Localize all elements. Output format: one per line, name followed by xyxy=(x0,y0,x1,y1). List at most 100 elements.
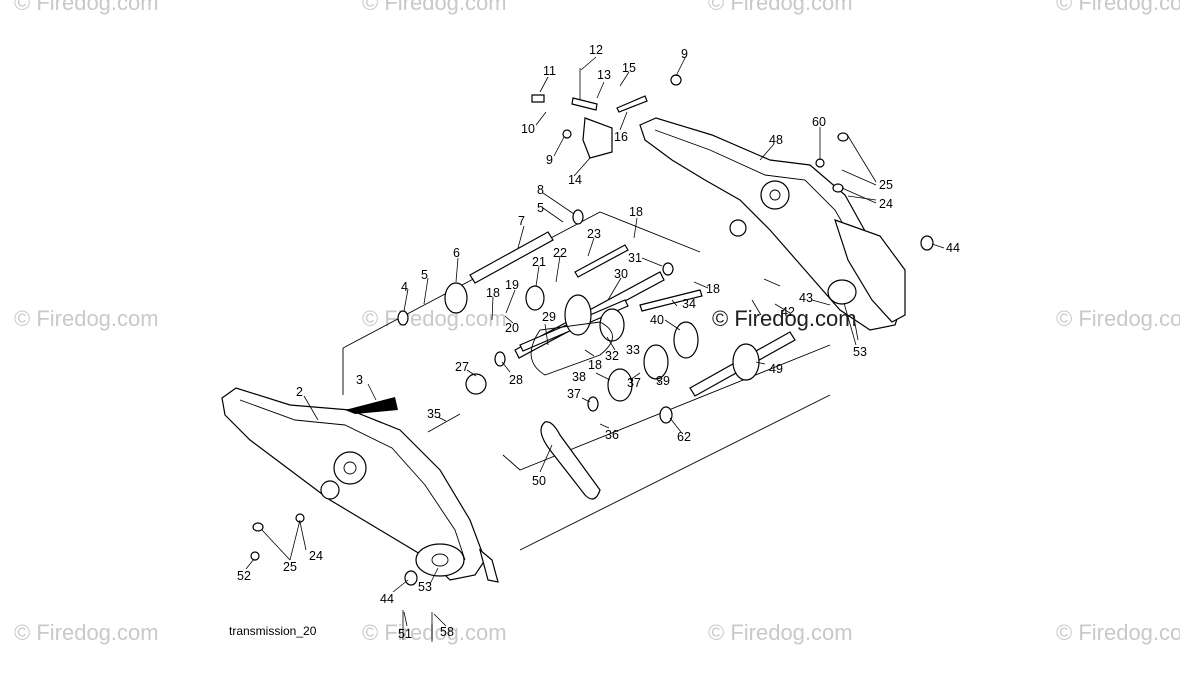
shaft-7 xyxy=(469,231,554,284)
part-number: 15 xyxy=(622,61,636,75)
watermark: © Firedog.com xyxy=(362,0,507,15)
part-number: 32 xyxy=(605,349,619,363)
left-housing-hub xyxy=(333,451,367,485)
wedge-part xyxy=(345,397,398,414)
part-number: 18 xyxy=(629,205,643,219)
left-housing-edge xyxy=(239,399,466,561)
part-number: 62 xyxy=(677,430,691,444)
outline-line xyxy=(519,394,831,551)
nut-60 xyxy=(815,158,825,168)
part-number: 10 xyxy=(521,122,535,136)
part-number: 16 xyxy=(614,130,628,144)
shaft-34 xyxy=(639,289,703,312)
top-plate xyxy=(571,97,598,111)
part-number: 29 xyxy=(542,310,556,324)
part-number: 9 xyxy=(546,153,553,167)
part-number: 37 xyxy=(627,376,641,390)
part-number: 12 xyxy=(589,43,603,57)
part-number: 19 xyxy=(505,278,519,292)
part-number: 33 xyxy=(626,343,640,357)
part-number: 30 xyxy=(614,267,628,281)
gear-6 xyxy=(444,282,468,314)
watermark: © Firedog.com xyxy=(14,0,159,15)
part-number: 53 xyxy=(853,345,867,359)
part-number: 4 xyxy=(401,280,408,294)
bearing-31 xyxy=(662,262,674,276)
watermark: © Firedog.com xyxy=(362,306,507,331)
part-number: 5 xyxy=(421,268,428,282)
part-number: 20 xyxy=(505,321,519,335)
gear-21 xyxy=(525,285,545,311)
washer-24-right xyxy=(832,183,844,193)
part-number: 52 xyxy=(237,569,251,583)
part-number: 2 xyxy=(296,385,303,399)
part-number: 23 xyxy=(587,227,601,241)
right-cover xyxy=(834,219,906,323)
part-number: 13 xyxy=(597,68,611,82)
watermark: © Firedog.com xyxy=(14,306,159,331)
part-number: 22 xyxy=(553,246,567,260)
part-number: 7 xyxy=(518,214,525,228)
part-number: 34 xyxy=(682,297,696,311)
right-housing-boss xyxy=(729,219,747,237)
part-number: 21 xyxy=(532,255,546,269)
part-number: 39 xyxy=(656,374,670,388)
part-number: 25 xyxy=(879,178,893,192)
part-number: 43 xyxy=(799,291,813,305)
right-housing-hub-bore xyxy=(769,189,781,201)
left-wheel-hub-center xyxy=(431,553,449,567)
part-number: 53 xyxy=(418,580,432,594)
part-number: 24 xyxy=(309,549,323,563)
bearing-37 xyxy=(587,396,599,412)
watermark: © Firedog.com xyxy=(1056,306,1180,331)
part-number: 60 xyxy=(812,115,826,129)
part-number: 49 xyxy=(769,362,783,376)
top-rod xyxy=(616,95,648,113)
part-number: 44 xyxy=(946,241,960,255)
diagram-caption: transmission_20 xyxy=(229,624,317,638)
part-number: 35 xyxy=(427,407,441,421)
right-housing-hub xyxy=(760,180,790,210)
belt-50 xyxy=(540,421,601,500)
top-bracket xyxy=(582,117,613,159)
gear-38 xyxy=(607,368,633,402)
sprocket-39 xyxy=(643,344,669,380)
watermark: © Firedog.com xyxy=(708,0,853,15)
washer-25-left xyxy=(252,522,264,532)
watermark: © Firedog.com xyxy=(708,620,853,645)
left-wheel-hub xyxy=(415,543,465,577)
part-number: 37 xyxy=(567,387,581,401)
pin-35 xyxy=(427,413,461,433)
part-number: 40 xyxy=(650,313,664,327)
watermark: © Firedog.com xyxy=(14,620,159,645)
washer-9-top xyxy=(670,74,682,86)
part-number: 36 xyxy=(605,428,619,442)
bearing-4 xyxy=(397,310,409,326)
watermark: © Firedog.com xyxy=(1056,620,1180,645)
part-number: 6 xyxy=(453,246,460,260)
part-number: 48 xyxy=(769,133,783,147)
part-number: 27 xyxy=(455,360,469,374)
part-number: 38 xyxy=(572,370,586,384)
part-number: 5 xyxy=(537,201,544,215)
part-number: 14 xyxy=(568,173,582,187)
part-number: 18 xyxy=(486,286,500,300)
part-number: 8 xyxy=(537,183,544,197)
part-number: 9 xyxy=(681,47,688,61)
sprocket-49 xyxy=(732,343,760,381)
gear-33 xyxy=(599,308,625,342)
chain-29 xyxy=(530,321,613,376)
part-number: 3 xyxy=(356,373,363,387)
left-bracket xyxy=(478,548,499,583)
bearing-8 xyxy=(572,209,584,225)
left-housing-hub-bore xyxy=(343,461,357,475)
center-watermark: © Firedog.com xyxy=(712,306,857,331)
part-number: 24 xyxy=(879,197,893,211)
shaft-23 xyxy=(574,244,629,278)
right-housing xyxy=(639,117,901,331)
outline-line xyxy=(502,344,831,471)
outline-line xyxy=(342,211,701,349)
sprocket-40 xyxy=(673,321,699,359)
